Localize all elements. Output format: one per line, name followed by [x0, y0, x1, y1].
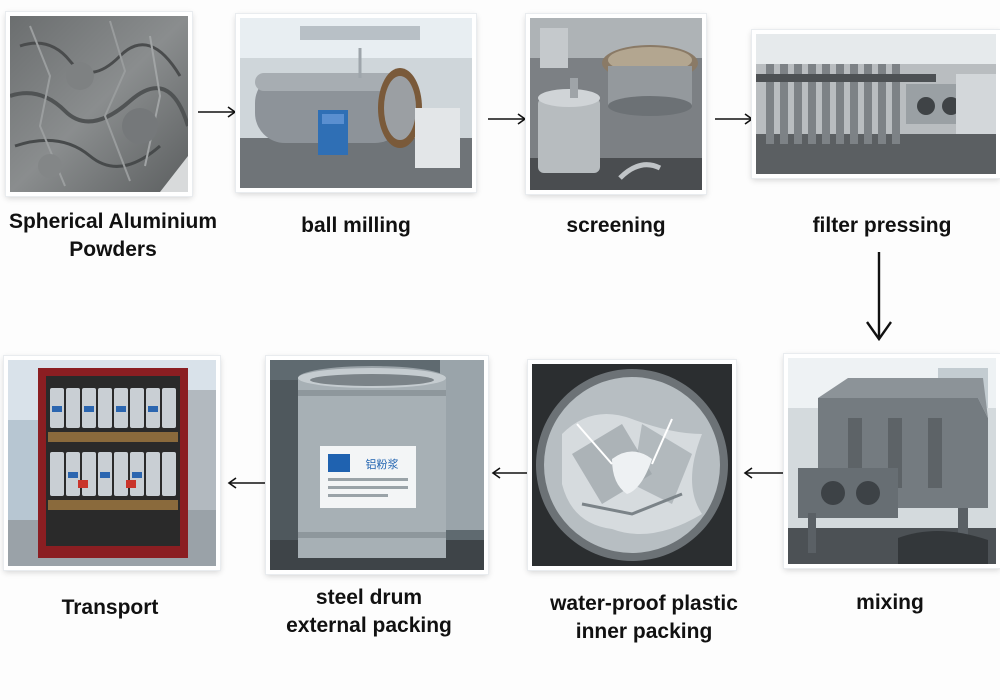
photo-ball-milling — [236, 14, 476, 192]
step-label-aluminium-powders: Spherical Aluminium Powders — [8, 210, 218, 261]
photo-screening — [526, 14, 706, 194]
step-label-mixing: mixing — [856, 591, 924, 614]
arrow-down-icon — [866, 252, 892, 342]
photo-filter-pressing — [752, 30, 1000, 178]
photo-steel-drum: 铝粉浆 — [266, 356, 488, 574]
photo-transport — [4, 356, 220, 570]
photo-mixing — [784, 354, 1000, 568]
photo-aluminium-powders — [6, 12, 192, 196]
arrow-right-icon — [715, 113, 754, 125]
step-label-screening: screening — [566, 214, 666, 237]
step-label-filter-pressing: filter pressing — [812, 214, 952, 237]
arrow-left-icon — [227, 477, 270, 489]
drum-label-text: 铝粉浆 — [366, 457, 399, 471]
arrow-left-icon — [743, 467, 786, 479]
step-label-plastic-inner-packing: water-proof plastic inner packing — [550, 592, 738, 643]
arrow-right-icon — [198, 106, 237, 118]
arrow-left-icon — [491, 467, 534, 479]
photo-plastic-inner-packing — [528, 360, 736, 570]
arrow-right-icon — [488, 113, 527, 125]
step-label-steel-drum: steel drum external packing — [286, 586, 452, 637]
step-label-ball-milling: ball milling — [301, 214, 411, 237]
step-label-transport: Transport — [61, 596, 159, 619]
